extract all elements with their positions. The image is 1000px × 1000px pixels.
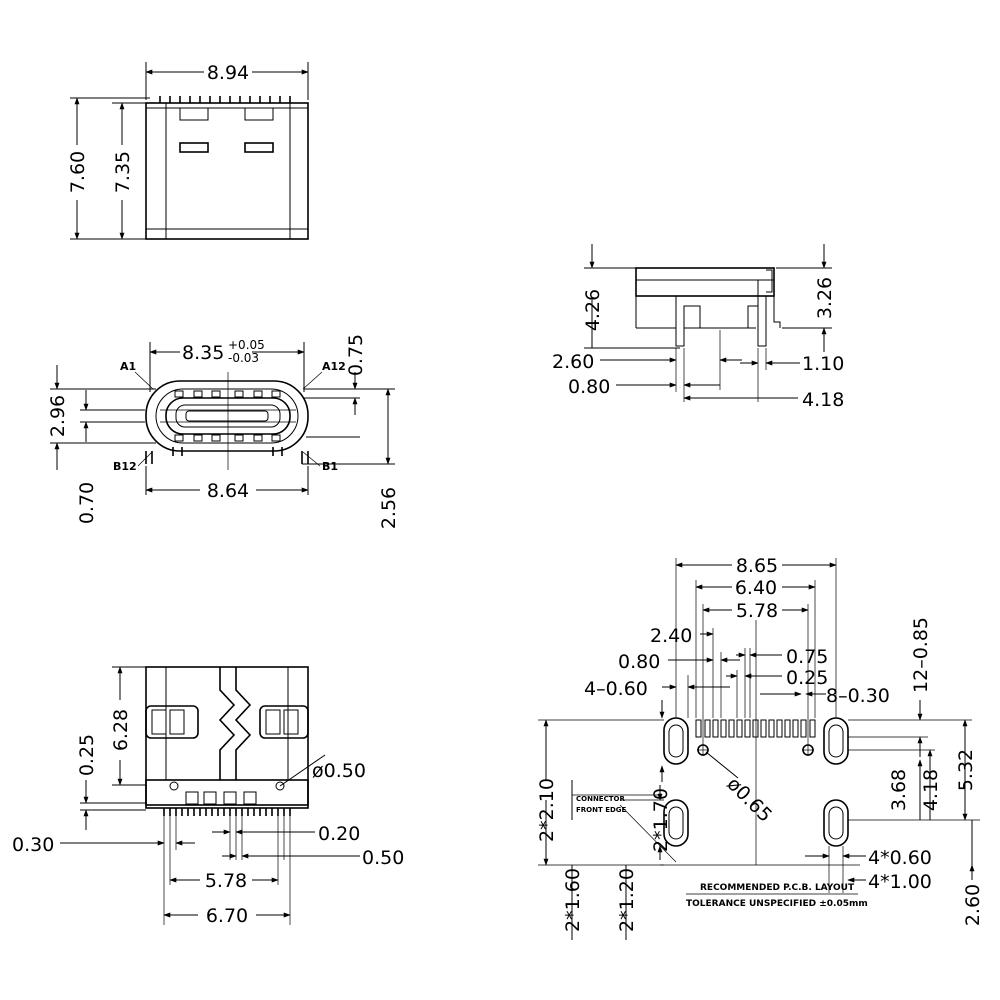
bottom-height-dim: 6.28 — [110, 709, 132, 751]
side-left-a-dim: 2.60 — [552, 351, 594, 373]
bottom-span-inner-dim: 5.78 — [205, 870, 247, 892]
pcb-d260-dim: 2.60 — [962, 884, 984, 926]
pcb-d2x170-dim: 2*1.70 — [650, 788, 672, 852]
front-width-bottom-dim: 8.64 — [207, 480, 249, 502]
top-view: 8.94 7.60 7.35 — [67, 62, 309, 240]
pin-label-a12: A12 — [322, 360, 346, 373]
connector-note-1: CONNECTOR — [576, 795, 625, 803]
bottom-span-outer-dim: 6.70 — [206, 905, 248, 927]
side-right-b-dim: 4.18 — [802, 389, 844, 411]
front-view: A1 A12 B12 B1 8.35 +0.05 -0.03 8.64 2.96… — [47, 334, 400, 529]
pcb-w1-dim: 8.65 — [736, 555, 778, 577]
pcb-d368-dim: 3.68 — [888, 769, 910, 811]
bottom-left-dim: 0.30 — [12, 834, 54, 856]
pcb-d418-dim: 4.18 — [920, 769, 942, 811]
front-right-top-dim: 0.75 — [345, 334, 367, 376]
side-view: 4.26 3.26 2.60 0.80 1.10 4.18 — [552, 244, 844, 411]
pin-label-a1: A1 — [120, 360, 136, 373]
side-left-b-dim: 0.80 — [568, 376, 610, 398]
pcb-tolerance-note: TOLERANCE UNSPECIFIED ±0.05mm — [686, 899, 868, 909]
side-height-left-dim: 4.26 — [582, 289, 604, 331]
pcb-d240-dim: 2.40 — [650, 625, 692, 647]
pcb-w2-dim: 6.40 — [735, 577, 777, 599]
front-left-offset-dim: 0.70 — [76, 482, 98, 524]
pcb-d12x085-dim: 12–0.85 — [910, 617, 932, 693]
pcb-d4x100-dim: 4*1.00 — [868, 871, 932, 893]
connector-note-2: FRONT EDGE — [576, 806, 627, 814]
bottom-view: 6.28 0.25 ø0.50 0.30 0.20 0.50 5.78 6.70 — [12, 666, 404, 927]
pcb-d025-dim: 0.25 — [786, 667, 828, 689]
pcb-w3-dim: 5.78 — [736, 600, 778, 622]
pcb-d2x160-dim: 2*1.60 — [562, 868, 584, 932]
pcb-layout-title: RECOMMENDED P.C.B. LAYOUT — [700, 883, 855, 893]
pin-label-b1: B1 — [322, 460, 338, 473]
pcb-d4x060b-dim: 4*0.60 — [868, 847, 932, 869]
pcb-hole-dim: ø0.65 — [722, 773, 776, 827]
side-right-a-dim: 1.10 — [802, 353, 844, 375]
pin-label-b12: B12 — [113, 460, 137, 473]
pcb-d080-dim: 0.80 — [618, 651, 660, 673]
pcb-d4x060-dim: 4–0.60 — [584, 678, 648, 700]
pcb-d075-dim: 0.75 — [786, 646, 828, 668]
front-width-top-dim: 8.35 — [182, 342, 224, 364]
bottom-hole-dim: ø0.50 — [312, 760, 366, 782]
bottom-pitch-dim: 0.50 — [362, 847, 404, 869]
pcb-d2x210-dim: 2*2.10 — [536, 778, 558, 842]
bottom-offset-dim: 0.25 — [76, 734, 98, 776]
bottom-pin-width-dim: 0.20 — [318, 823, 360, 845]
top-height-total-dim: 7.60 — [67, 151, 89, 193]
side-height-right-dim: 3.26 — [814, 277, 836, 319]
pcb-d8x030-dim: 8–0.30 — [826, 685, 890, 707]
front-tol-plus: +0.05 — [228, 338, 265, 352]
pcb-layout: 8.65 6.40 5.78 2.40 0.80 4–0.60 0.75 0.2… — [536, 555, 984, 940]
front-left-height-dim: 2.96 — [47, 395, 69, 437]
front-right-height-dim: 2.56 — [378, 487, 400, 529]
pcb-d532-dim: 5.32 — [955, 749, 977, 791]
pcb-d2x120-dim: 2*1.20 — [616, 868, 638, 932]
front-tol-minus: -0.03 — [228, 351, 259, 365]
top-width-dim: 8.94 — [207, 62, 249, 84]
top-height-body-dim: 7.35 — [112, 151, 134, 193]
